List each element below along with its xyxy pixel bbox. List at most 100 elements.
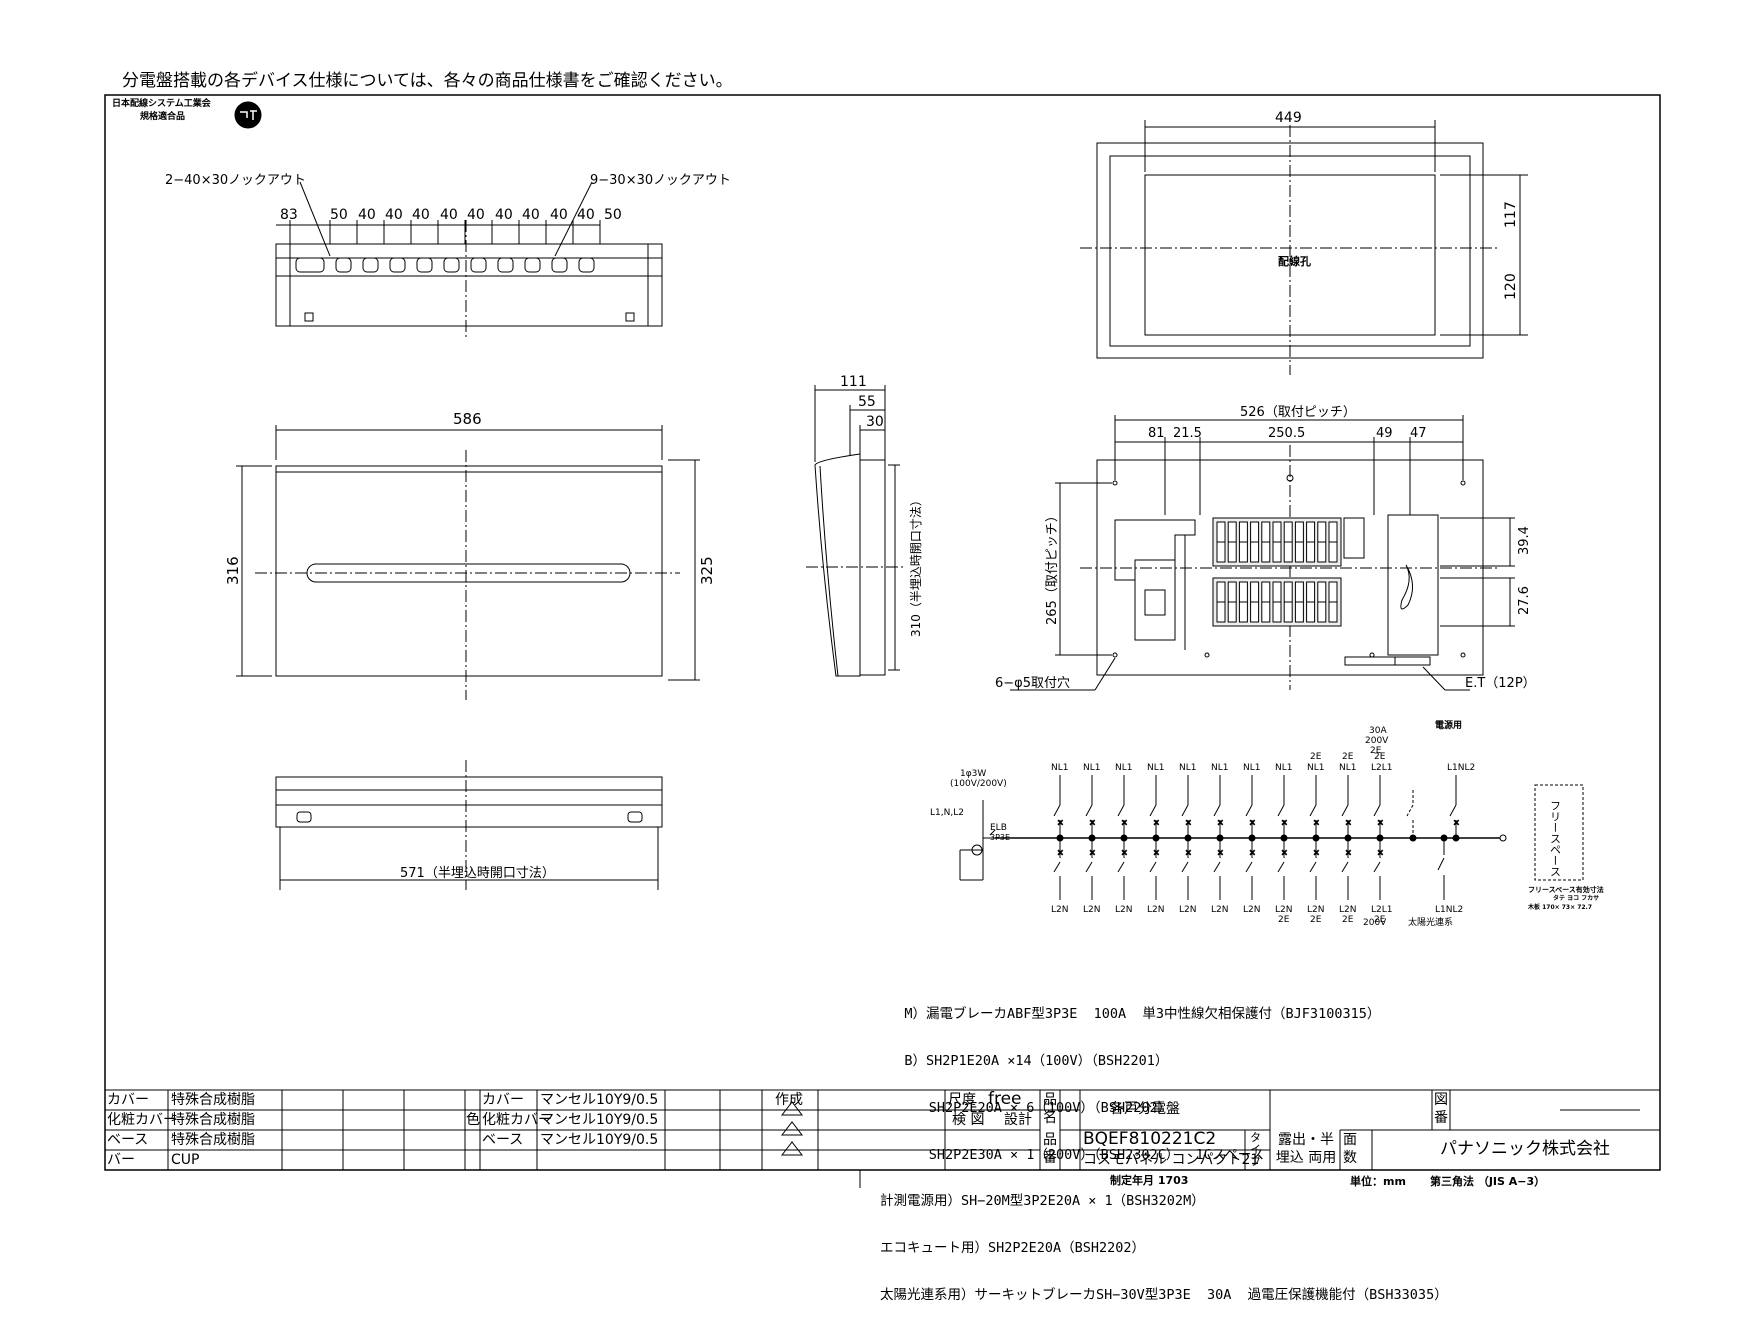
scale-value: free (988, 1089, 1022, 1109)
circuit-top-label: NL1 (1179, 763, 1196, 773)
front-width-dim: 586 (453, 410, 482, 428)
top-dim-label: 40 (467, 207, 485, 223)
spec-line: B）SH2P1E20A ×14（100V）（BSH2201） (880, 1052, 1169, 1069)
circuit-top-label: L2L1 (1371, 763, 1392, 773)
inner-21-5-dim: 21.5 (1173, 426, 1202, 441)
design-label: 設計 (1004, 1112, 1032, 1128)
inner-view (1010, 415, 1515, 691)
top-dim-label: 40 (358, 207, 376, 223)
wiring-hole-label: 配線孔 (1278, 254, 1311, 268)
knockout-hole (362, 257, 379, 273)
knockout-hole (470, 257, 487, 273)
svg-text:×: × (1185, 848, 1192, 857)
bottom-200v-label: 200V (1363, 918, 1387, 928)
back-view (1080, 120, 1528, 375)
svg-text:×: × (1089, 818, 1096, 827)
inner-39-4-dim: 39.4 (1517, 526, 1532, 555)
circuit-bottom-label: L1NL2 (1435, 905, 1463, 915)
inner-27-6-dim: 27.6 (1517, 586, 1532, 615)
svg-text:×: × (1281, 848, 1288, 857)
circuit-bottom-2e-label: 2E (1278, 915, 1290, 925)
color-label: 色 (466, 1112, 480, 1128)
knockout-hole (335, 257, 352, 273)
jis-logo-icon (234, 101, 262, 129)
type-label: タイプ (1250, 1131, 1261, 1168)
top-dim-label: 40 (412, 207, 430, 223)
svg-text:×: × (1377, 818, 1384, 827)
top-dim-label: 40 (577, 207, 595, 223)
side-55-dim: 55 (858, 394, 876, 410)
inner-47-dim: 47 (1410, 426, 1427, 441)
spec-line: エコキュート用）SH2P2E20A（BSH2202） (880, 1240, 1146, 1257)
inner-250-5-dim: 250.5 (1268, 426, 1305, 441)
top-dim-label: 50 (330, 207, 348, 223)
circuit-2e-label: 2E (1342, 752, 1354, 762)
power-label: 電源用 (1435, 719, 1462, 731)
svg-text:×: × (1345, 848, 1352, 857)
notice-text: 分電盤搭載の各デバイス仕様については、各々の商品仕様書をご確認ください。 (122, 71, 733, 91)
lines-label: L1,N,L2 (930, 808, 964, 818)
svg-text:×: × (1453, 818, 1460, 827)
bottom-view (275, 760, 663, 890)
svg-text:×: × (1217, 848, 1224, 857)
top-dim-label: 40 (495, 207, 513, 223)
knockout-hole (389, 257, 406, 273)
spec-line: 計測電源用）SH−20M型3P2E20A × 1（BSH3202M） (880, 1193, 1205, 1210)
free-space-box (1534, 784, 1584, 881)
title-block (104, 1089, 1661, 1188)
circuit-bottom-label: L2L1 (1371, 905, 1392, 915)
product-name-label: 品名 (1043, 1092, 1057, 1126)
free-space-dim-head: タテ ヨコ フカサ (1553, 894, 1599, 902)
et-label: E.T（12P） (1465, 676, 1536, 691)
color-part: カバー (482, 1092, 524, 1108)
mounting-holes-label: 6−φ5取付穴 (995, 676, 1070, 691)
solar-label: 太陽光連系 (1408, 916, 1453, 928)
circuit-bottom-label: L2N (1051, 905, 1068, 915)
circuit-top-label: NL1 (1243, 763, 1260, 773)
top-dim-label: 40 (522, 207, 540, 223)
material-part: バー (107, 1152, 135, 1168)
date-label: 制定年月 1703 (1110, 1174, 1189, 1187)
side-view (806, 385, 905, 677)
top-view (275, 220, 663, 340)
color-value: マンセル10Y9/0.5 (540, 1132, 659, 1148)
circuit-bottom-label: L2N (1243, 905, 1260, 915)
top-dim-label: 40 (550, 207, 568, 223)
circuit-top-label: NL1 (1339, 763, 1356, 773)
svg-text:×: × (1249, 848, 1256, 857)
free-space-label: フリースペース (1549, 800, 1562, 877)
color-value: マンセル10Y9/0.5 (540, 1092, 659, 1108)
svg-text:×: × (1345, 818, 1352, 827)
circuit-bottom-label: L2N (1307, 905, 1324, 915)
top-dim-label: 50 (604, 207, 622, 223)
circuit-bottom-2e-label: 2E (1310, 915, 1322, 925)
supply-label: 1φ3W (960, 769, 986, 779)
circuit-bottom-label: L2N (1147, 905, 1164, 915)
inner-vpitch-dim: 265（取付ピッチ） (1045, 509, 1060, 625)
circuit-2e-label: 2E (1310, 752, 1322, 762)
front-height-right-dim: 325 (698, 556, 716, 585)
back-width-dim: 449 (1275, 110, 1302, 126)
circuit-top-label: NL1 (1115, 763, 1132, 773)
circuit-bottom-2e-label: 2E (1374, 915, 1386, 925)
free-space-dim-row: 木板 170× 73× 72.7 (1527, 903, 1592, 911)
inner-81-dim: 81 (1148, 426, 1165, 441)
series-name: コスモパネル コンパクト21 (1083, 1152, 1260, 1168)
svg-text:×: × (1313, 848, 1320, 857)
rating-30a: 30A (1369, 726, 1387, 736)
spec-line: M）漏電ブレーカABF型3P3E 100A 単3中性線欠相保護付（BJF3100… (880, 1006, 1381, 1023)
company-name: パナソニック株式会社 (1440, 1139, 1610, 1159)
spec-line: SH2P2E20A × 6（100V）（BSH2202） (880, 1099, 1172, 1116)
svg-text:×: × (1249, 818, 1256, 827)
circuit-bottom-label: L2N (1339, 905, 1356, 915)
front-view (236, 425, 700, 700)
wiring-diagram: ××××××××××××××××××××××× (959, 775, 1584, 900)
side-depth-dim: 111 (840, 374, 867, 390)
color-part: ベース (482, 1132, 524, 1148)
knockout-right-label: 9−30×30ノックアウト (590, 173, 731, 188)
type-value: 露出・半埋込 両用 (1275, 1132, 1337, 1166)
knockout-hole (443, 257, 460, 273)
free-space-dim-title: フリースペース有効寸法 (1528, 885, 1604, 894)
unit-label: 単位：mm (1350, 1175, 1406, 1188)
drawing-canvas: ××××××××××××××××××××××× (104, 94, 1661, 1188)
